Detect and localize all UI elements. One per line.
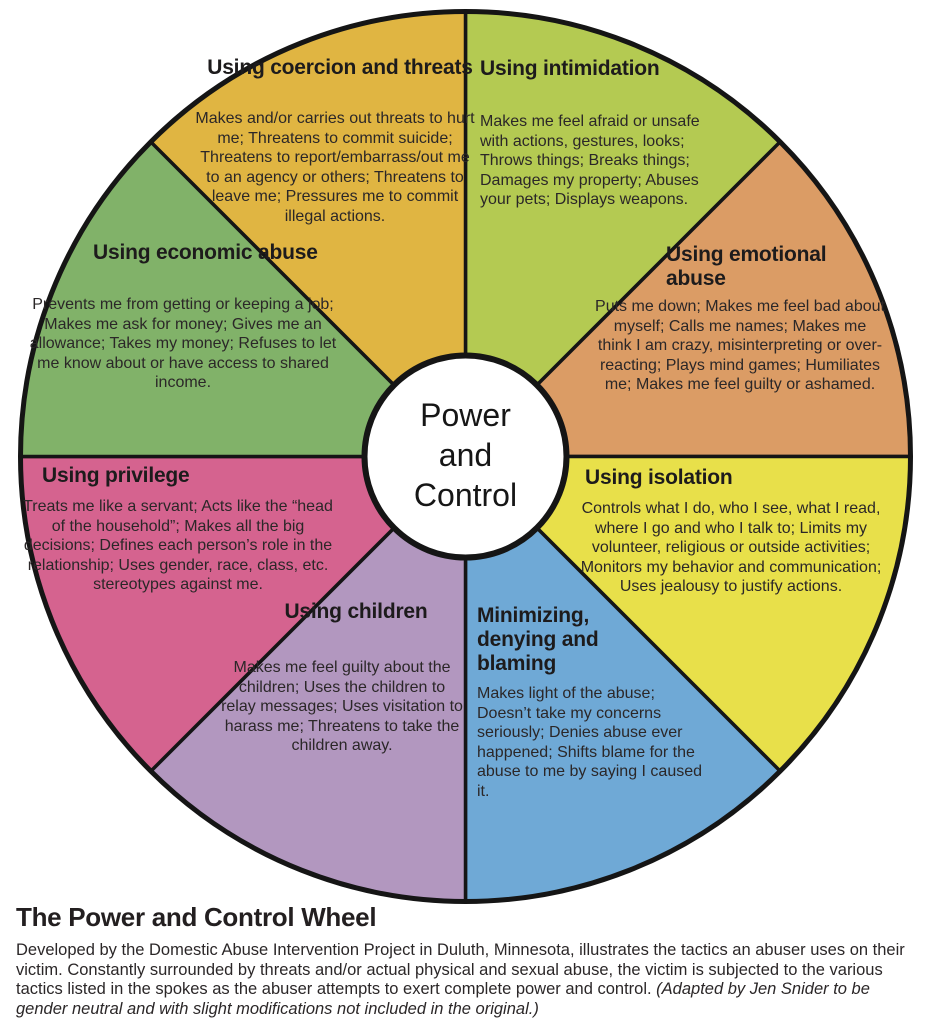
caption-credit: (Adapted by Jen Snider to be gender neut… xyxy=(16,980,870,1018)
caption-text: Developed by the Domestic Abuse Interven… xyxy=(16,941,920,1019)
segment-body-emotional-abuse: Puts me down; Makes me feel bad about my… xyxy=(595,298,885,393)
segment-body-children: Makes me feel guilty about the children;… xyxy=(221,659,463,754)
segment-title-isolation: Using isolation xyxy=(585,466,733,489)
segment-title-children: Using children xyxy=(284,600,428,623)
caption-description: Developed by the Domestic Abuse Interven… xyxy=(16,941,905,998)
segment-title-minimizing-denying-blaming: Minimizing, denying and blaming xyxy=(477,604,599,675)
caption-title: The Power and Control Wheel xyxy=(16,902,377,932)
wheel-outer-rim xyxy=(18,9,913,904)
segment-body-intimidation: Makes me feel afraid or unsafe with acti… xyxy=(480,113,700,208)
segment-title-emotional-abuse: Using emotional abuse xyxy=(666,243,827,290)
segment-body-isolation: Controls what I do, who I see, what I re… xyxy=(580,500,882,595)
segment-title-intimidation: Using intimidation xyxy=(480,57,660,80)
segment-body-minimizing-denying-blaming: Makes light of the abuse; Doesn’t take m… xyxy=(477,685,703,800)
wheel-graphic xyxy=(18,9,913,904)
wheel-center-circle xyxy=(361,352,570,561)
segment-title-coercion-threats: Using coercion and threats xyxy=(207,56,473,79)
wheel-center-label: Power and Control xyxy=(413,397,518,513)
segment-body-coercion-threats: Makes and/or carries out threats to hurt… xyxy=(195,110,475,225)
segment-title-economic-abuse: Using economic abuse xyxy=(93,241,318,264)
segment-body-privilege: Treats me like a servant; Acts like the … xyxy=(23,498,333,593)
segment-body-economic-abuse: Prevents me from getting or keeping a jo… xyxy=(29,296,337,391)
segment-title-privilege: Using privilege xyxy=(42,464,190,487)
